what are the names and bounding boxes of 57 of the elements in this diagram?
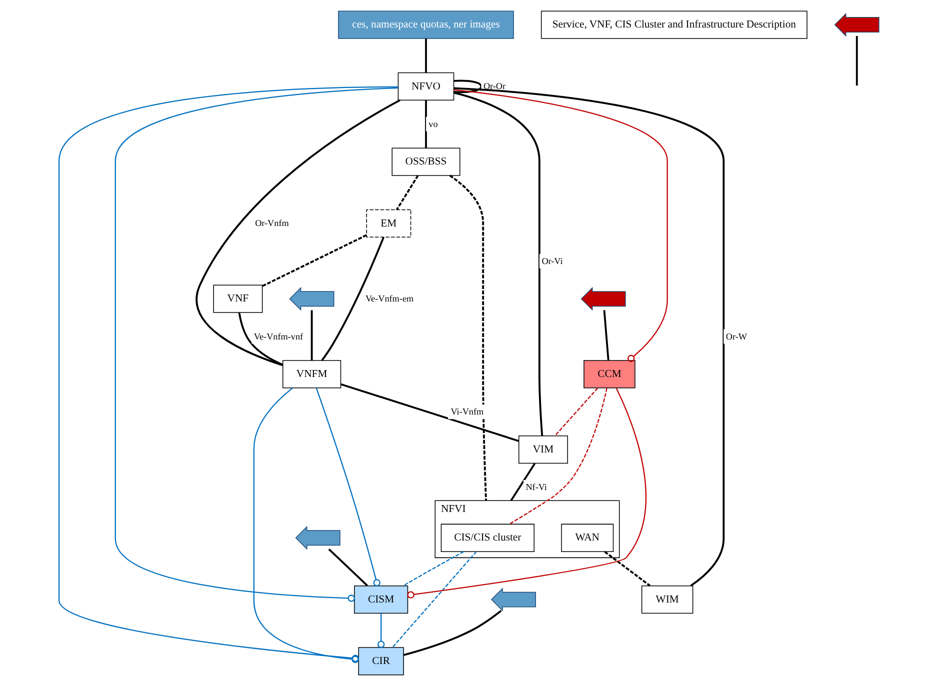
edge-label: Vi-Vnfm xyxy=(450,406,484,417)
node-box: Service, VNF, CIS Cluster and Infrastructure Description xyxy=(540,10,808,39)
connector xyxy=(454,87,725,586)
node-callout xyxy=(295,526,340,550)
edge-label: Ve-Vnfm-vnf xyxy=(254,331,304,342)
node-callout xyxy=(490,588,536,612)
connector xyxy=(392,551,477,648)
connector xyxy=(425,100,427,148)
node-box: CIR xyxy=(358,647,404,676)
connector xyxy=(554,388,598,436)
edge-label: Nf-Vi xyxy=(526,482,547,492)
node-box: NFVO xyxy=(398,72,454,101)
edge-label: Ve-Vnfm-em xyxy=(365,294,414,304)
node-box: CIS/CIS cluster xyxy=(440,524,534,552)
connector xyxy=(454,92,544,436)
node-callout xyxy=(834,12,880,37)
connector xyxy=(238,312,283,366)
connector xyxy=(407,388,646,598)
connector xyxy=(510,463,536,502)
node-callout xyxy=(289,286,334,311)
node-box: WAN xyxy=(561,524,614,552)
node-callout xyxy=(580,286,626,311)
node-box: CISM xyxy=(354,585,408,614)
connector xyxy=(604,550,651,587)
connector xyxy=(509,388,608,525)
connector xyxy=(454,89,668,362)
edge-label: Or-Vnfm xyxy=(255,218,289,228)
connector xyxy=(425,38,427,73)
connector xyxy=(310,310,313,360)
connector xyxy=(856,36,858,86)
edge-label: Or-W xyxy=(726,331,748,342)
connector xyxy=(396,175,419,210)
edge-label: vo xyxy=(428,118,438,129)
connector xyxy=(262,234,367,287)
connector xyxy=(253,388,359,664)
connector xyxy=(328,548,368,586)
node-box: WIM xyxy=(641,585,694,614)
node-box: VIM xyxy=(518,436,568,464)
connector xyxy=(454,80,482,94)
node-box: VNF xyxy=(213,284,263,313)
node-box: VNFM xyxy=(282,360,342,388)
edge-label: Or-Or xyxy=(483,81,506,92)
node-box: EM xyxy=(366,209,412,238)
connector xyxy=(402,551,464,586)
connector xyxy=(316,388,380,586)
connector xyxy=(340,383,519,442)
connector xyxy=(114,87,398,602)
connector xyxy=(321,236,384,362)
connector xyxy=(603,310,610,360)
connector xyxy=(58,86,398,662)
connector xyxy=(196,99,400,366)
connector xyxy=(377,613,385,648)
node-box: ces, namespace quotas, ner images xyxy=(338,10,514,39)
node-box: CCM xyxy=(584,360,636,388)
connector xyxy=(403,610,502,656)
edge-label: Or-Vi xyxy=(542,256,563,266)
node-box: OSS/BSS xyxy=(392,148,460,176)
